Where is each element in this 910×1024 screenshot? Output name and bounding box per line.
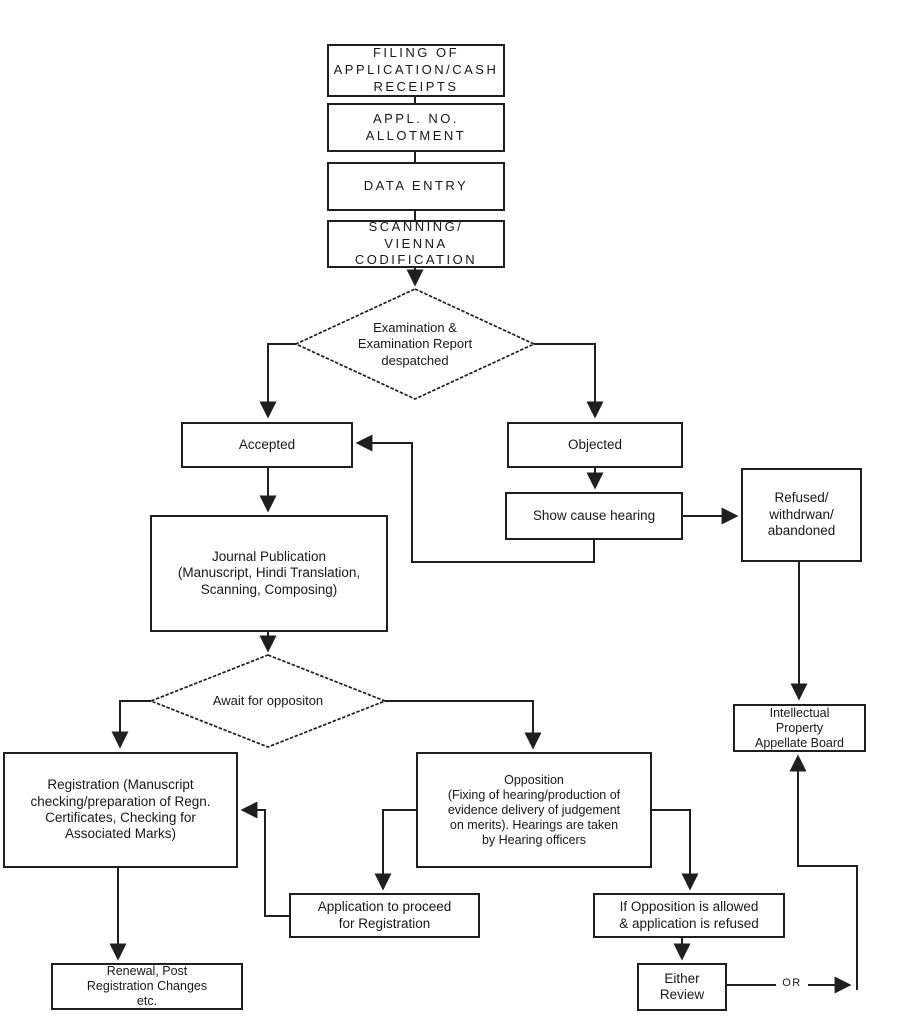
decision-examination-shape: [293, 288, 537, 400]
node-journal-publication: Journal Publication (Manuscript, Hindi T…: [150, 515, 388, 632]
node-application-to-proceed: Application to proceed for Registration: [289, 893, 480, 938]
node-filing-of-application: FILING OF APPLICATION/CASH RECEIPTS: [327, 44, 505, 97]
node-scanning-vienna-codification: SCANNING/ VIENNA CODIFICATION: [327, 219, 505, 268]
decision-examination-label: Examination & Examination Report despatc…: [357, 320, 473, 368]
decision-await-opposition-label: Await for oppositon: [212, 693, 324, 708]
node-registration: Registration (Manuscript checking/prepar…: [3, 752, 238, 868]
node-if-opposition-allowed: If Opposition is allowed & application i…: [593, 893, 785, 938]
node-opposition: Opposition (Fixing of hearing/production…: [416, 752, 652, 868]
node-accepted: Accepted: [181, 422, 353, 468]
node-refused-withdrawn-abandoned: Refused/ withdrwan/ abandoned: [741, 468, 862, 562]
node-appl-no-allotment: APPL. NO. ALLOTMENT: [327, 103, 505, 152]
node-objected: Objected: [507, 422, 683, 468]
node-renewal-post-registration: Renewal, Post Registration Changes etc.: [51, 963, 243, 1010]
decision-await-opposition-shape: [148, 654, 388, 748]
node-data-entry: DATA ENTRY: [327, 162, 505, 211]
or-edge-label: OR: [776, 977, 808, 989]
node-intellectual-property-appellate-board: Intellectual Property Appellate Board: [733, 704, 866, 752]
node-show-cause-hearing: Show cause hearing: [505, 492, 683, 540]
node-either-review: Either Review: [637, 963, 727, 1011]
